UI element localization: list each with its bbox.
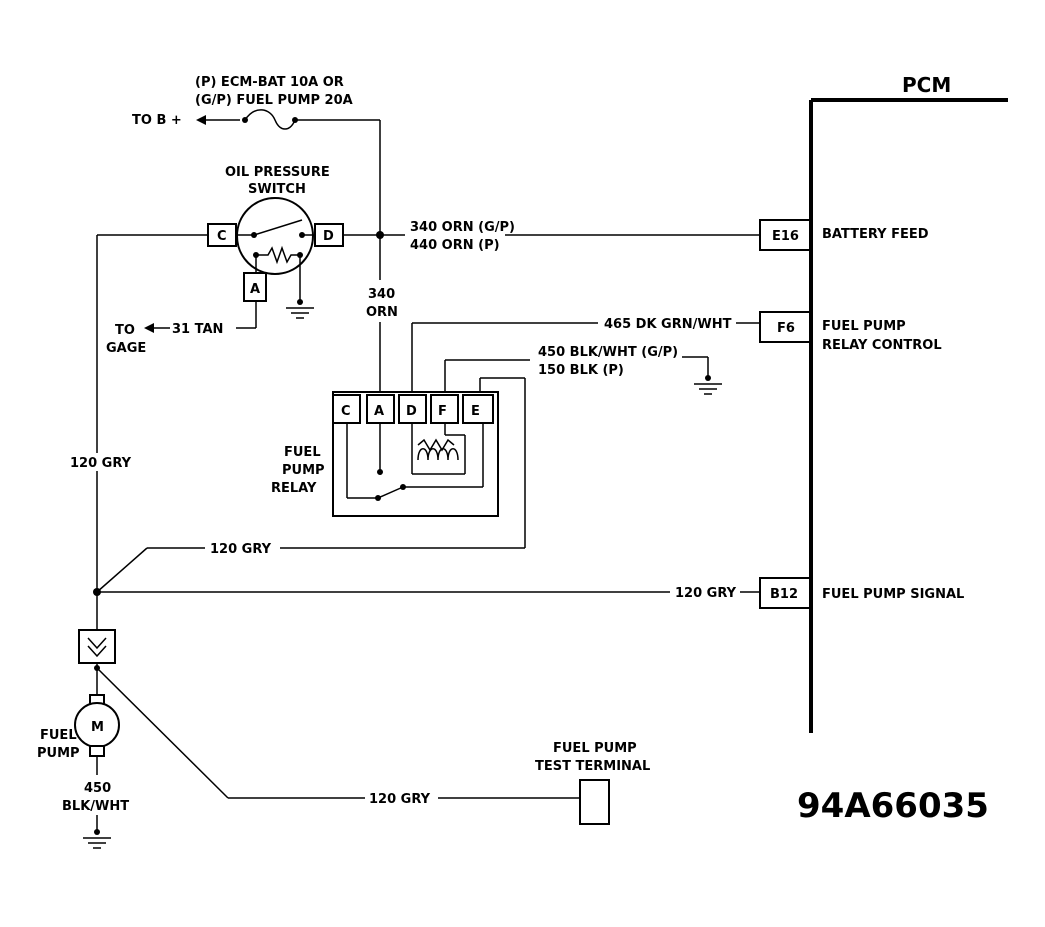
pump-ground-label-1: 450 bbox=[84, 781, 111, 796]
fuel-pump-label-1: FUEL bbox=[40, 728, 77, 743]
fuel-pump-relay: C A D F E FUEL PUMP RELAY bbox=[271, 391, 499, 517]
pcm-title: PCM bbox=[902, 73, 951, 97]
fuse: (P) ECM-BAT 10A OR (G/P) FUEL PUMP 20A T… bbox=[132, 75, 381, 235]
blk-wht-relay-ground-wire: 450 BLK/WHT (G/P) 150 BLK (P) bbox=[444, 345, 722, 395]
pcm-pin-e16: E16 BATTERY FEED bbox=[759, 219, 929, 251]
test-terminal-label-1: FUEL PUMP bbox=[553, 741, 637, 756]
relay-terminal-d: D bbox=[406, 404, 417, 419]
to-gage-label-1: TO bbox=[115, 323, 135, 338]
gry-signal-wire: 120 GRY bbox=[93, 586, 760, 601]
fuel-pump-label-2: PUMP bbox=[37, 746, 80, 761]
gry-signal-label: 120 GRY bbox=[675, 586, 737, 601]
relay-label-1: FUEL bbox=[284, 445, 321, 460]
gry-test-wire: 120 GRY bbox=[96, 667, 580, 807]
gry-main-wire: 120 GRY bbox=[68, 234, 208, 630]
relay-control-label-2: RELAY CONTROL bbox=[822, 338, 942, 353]
orn-wire-label-1: 340 ORN (G/P) bbox=[410, 220, 515, 235]
battery-feed-label: BATTERY FEED bbox=[822, 227, 929, 242]
to-gage-label-2: GAGE bbox=[106, 341, 146, 356]
arrow-left-icon bbox=[196, 115, 206, 125]
fuse-label-2: (G/P) FUEL PUMP 20A bbox=[195, 93, 353, 108]
dk-grn-wht-label: 465 DK GRN/WHT bbox=[604, 317, 732, 332]
relay-label-3: RELAY bbox=[271, 481, 317, 496]
to-gage-wire: 31 TAN TO GAGE bbox=[106, 301, 257, 356]
pcm-pin-b12: B12 FUEL PUMP SIGNAL bbox=[759, 577, 964, 609]
relay-label-2: PUMP bbox=[282, 463, 325, 478]
test-terminal-label-2: TEST TERMINAL bbox=[535, 759, 650, 774]
orn-vertical-label-1: 340 bbox=[368, 287, 395, 302]
orn-vertical-wire: 340 ORN bbox=[366, 235, 398, 395]
fuel-pump-test-terminal: FUEL PUMP TEST TERMINAL bbox=[535, 741, 650, 825]
dk-grn-wht-wire: 465 DK GRN/WHT bbox=[411, 317, 760, 395]
orn-vertical-label-2: ORN bbox=[366, 305, 398, 320]
orn-main-wire: 340 ORN (G/P) 440 ORN (P) bbox=[343, 220, 760, 253]
relay-terminal-f: F bbox=[438, 404, 447, 419]
gage-wire-label: 31 TAN bbox=[172, 322, 223, 337]
inline-connector bbox=[78, 629, 116, 695]
pin-f6-label: F6 bbox=[777, 321, 795, 336]
oil-pressure-switch: OIL PRESSURE SWITCH C D A bbox=[207, 165, 344, 319]
pump-ground-label-2: BLK/WHT bbox=[62, 799, 129, 814]
relay-control-label-1: FUEL PUMP bbox=[822, 319, 906, 334]
motor-label: M bbox=[91, 720, 104, 735]
relay-terminal-e: E bbox=[471, 404, 480, 419]
gry-relay-label: 120 GRY bbox=[210, 542, 272, 557]
pcm-module: PCM bbox=[809, 73, 1008, 733]
pin-e16-label: E16 bbox=[772, 229, 799, 244]
arrow-left-icon bbox=[144, 323, 154, 333]
oil-switch-label-2: SWITCH bbox=[248, 182, 306, 197]
relay-terminal-c: C bbox=[341, 404, 351, 419]
orn-wire-label-2: 440 ORN (P) bbox=[410, 238, 500, 253]
oil-terminal-d: D bbox=[323, 229, 334, 244]
pcm-pin-f6: F6 FUEL PUMP RELAY CONTROL bbox=[759, 311, 942, 353]
gry-test-label: 120 GRY bbox=[369, 792, 431, 807]
fuse-label-1: (P) ECM-BAT 10A OR bbox=[195, 75, 344, 90]
gry-relay-wire: 120 GRY bbox=[96, 377, 526, 593]
gry-left-label: 120 GRY bbox=[70, 456, 132, 471]
blk-wht-label-1: 450 BLK/WHT (G/P) bbox=[538, 345, 678, 360]
relay-terminal-a: A bbox=[374, 404, 384, 419]
pin-b12-label: B12 bbox=[770, 587, 798, 602]
oil-terminal-a: A bbox=[250, 282, 260, 297]
fuel-pump-motor: M FUEL PUMP 450 BLK/WHT bbox=[37, 694, 129, 849]
fuel-pump-signal-label: FUEL PUMP SIGNAL bbox=[822, 587, 964, 602]
blk-wht-label-2: 150 BLK (P) bbox=[538, 363, 624, 378]
to-b-plus-label: TO B + bbox=[132, 113, 182, 128]
figure-code: 94A66035 bbox=[797, 786, 989, 826]
oil-terminal-c: C bbox=[217, 229, 227, 244]
oil-switch-label-1: OIL PRESSURE bbox=[225, 165, 330, 180]
